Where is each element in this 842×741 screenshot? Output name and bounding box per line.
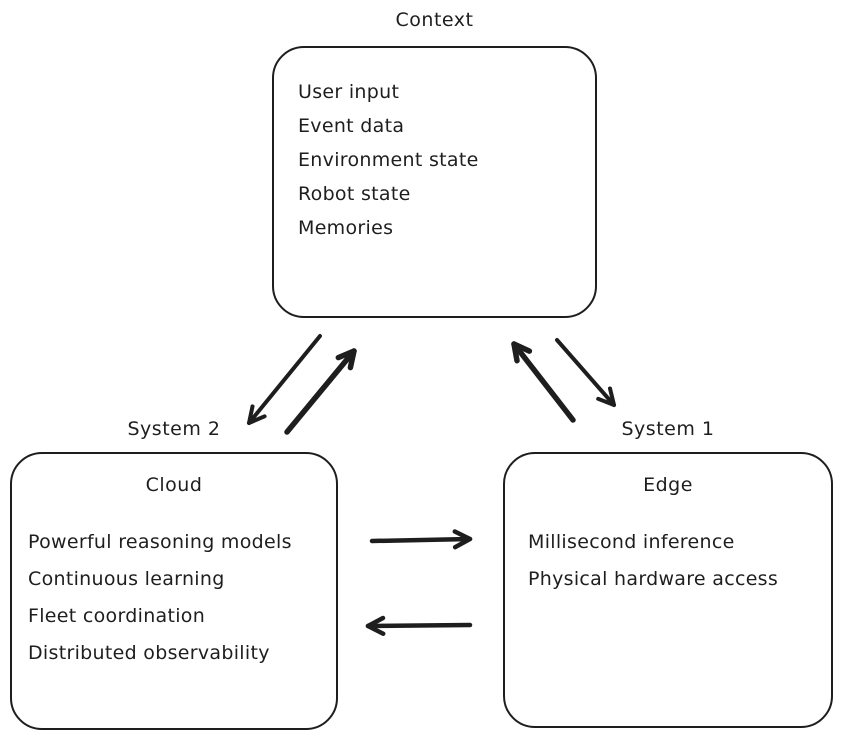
list-item: Memories	[298, 217, 394, 239]
edge-item-list: Millisecond inference Physical hardware …	[505, 498, 831, 598]
arrow-context-to-system2	[247, 334, 322, 425]
list-item: Distributed observability	[28, 642, 270, 664]
cloud-item-list: Powerful reasoning models Continuous lea…	[12, 498, 336, 672]
context-item-list: User input Event data Environment state …	[274, 48, 595, 245]
node-edge: Edge Millisecond inference Physical hard…	[503, 452, 833, 728]
list-item: Event data	[298, 115, 405, 137]
arrow-edge-to-cloud	[365, 615, 473, 636]
arrow-system1-to-context	[511, 341, 576, 423]
list-item: Environment state	[298, 149, 479, 171]
list-item: Continuous learning	[28, 568, 225, 590]
list-item: Robot state	[298, 183, 411, 205]
node-title-edge: Edge	[643, 474, 693, 496]
node-context: User input Event data Environment state …	[272, 46, 597, 318]
node-title-cloud: Cloud	[145, 474, 203, 496]
list-item: Powerful reasoning models	[28, 531, 292, 553]
node-label-context: Context	[395, 9, 474, 31]
list-item: User input	[298, 81, 400, 103]
node-label-system2: System 2	[127, 418, 221, 440]
node-label-system1: System 1	[621, 418, 715, 440]
node-cloud: Cloud Powerful reasoning models Continuo…	[10, 452, 338, 730]
list-item: Fleet coordination	[28, 605, 206, 627]
arrow-context-to-system1	[555, 338, 616, 407]
list-item: Millisecond inference	[528, 531, 735, 553]
arrow-cloud-to-edge	[369, 529, 473, 550]
list-item: Physical hardware access	[528, 568, 779, 590]
